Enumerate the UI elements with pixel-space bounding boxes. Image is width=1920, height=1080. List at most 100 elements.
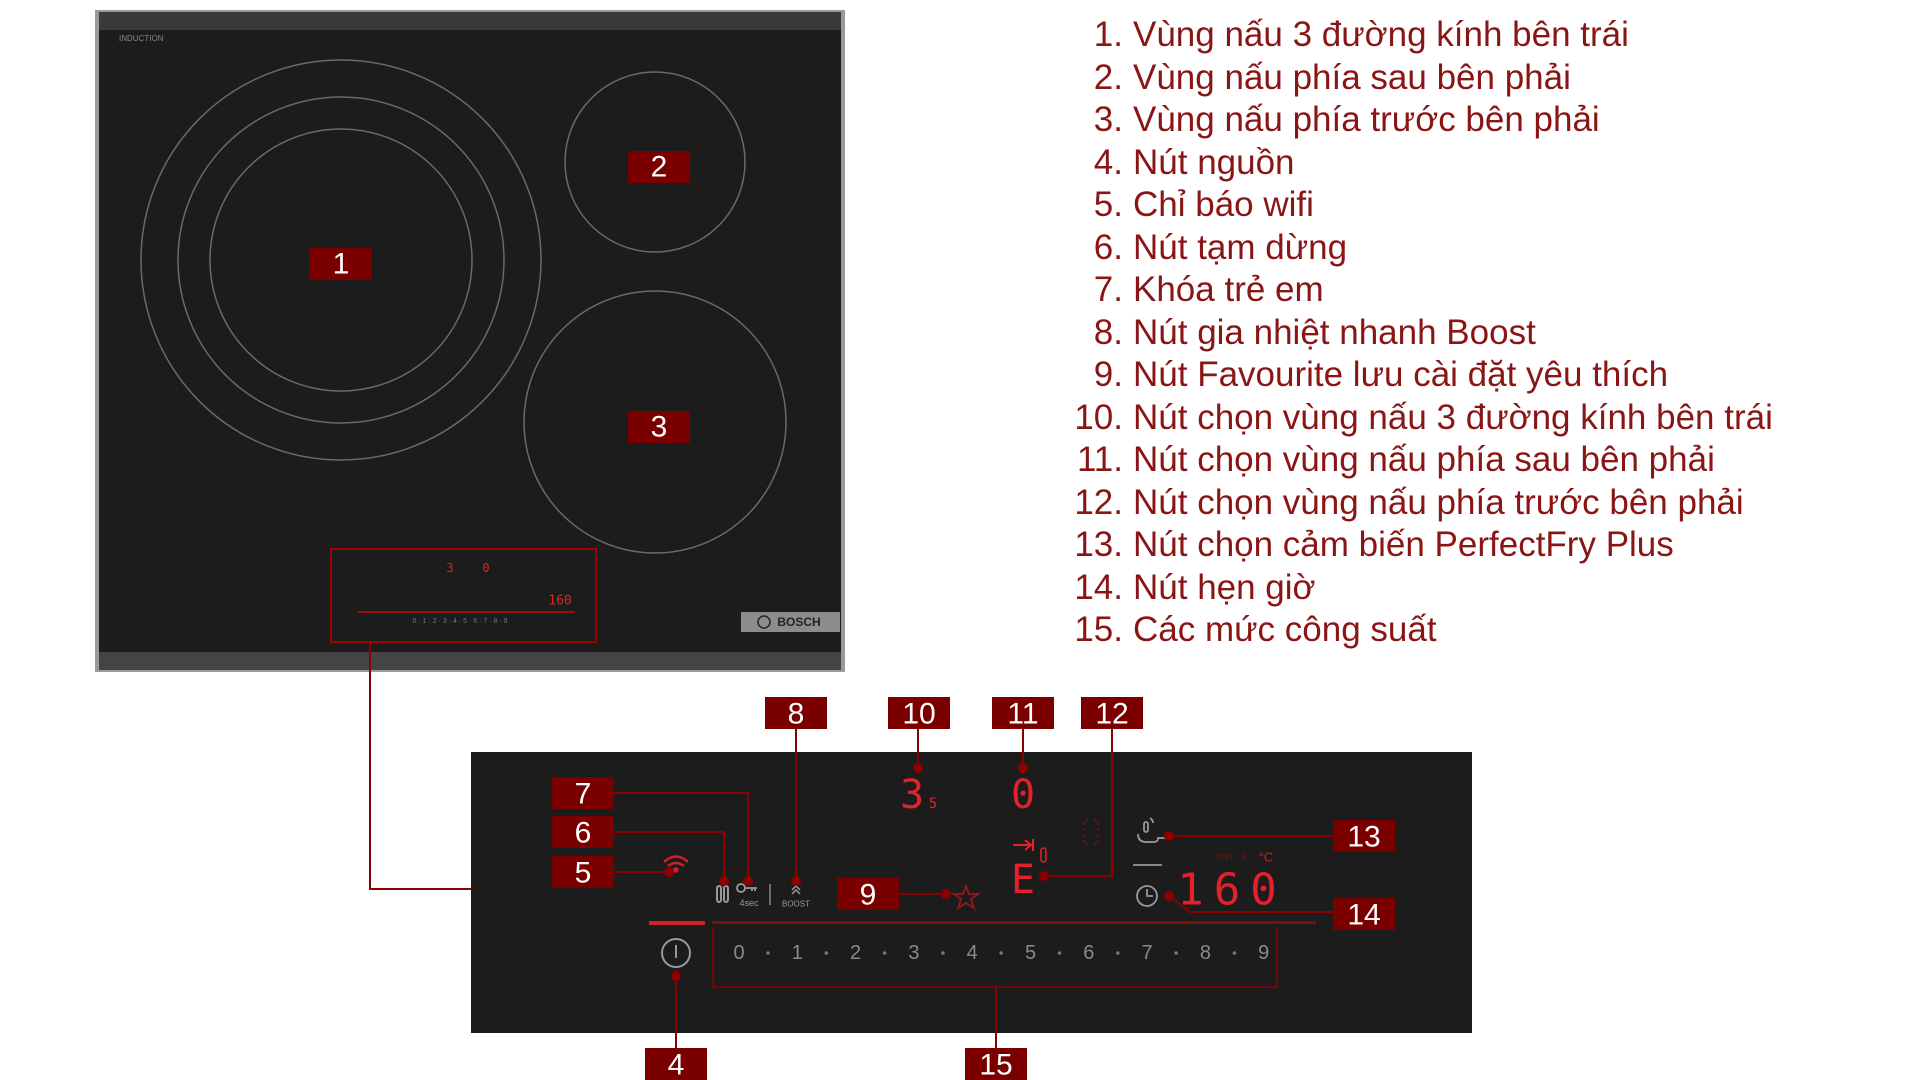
level-separator-dot: [1057, 951, 1062, 955]
legend-number: 7.: [1093, 270, 1123, 309]
legend-item: 1.Vùng nấu 3 đường kính bên trái: [1063, 14, 1773, 57]
callout-3-box: [628, 411, 690, 443]
timer-units: min : s: [1215, 851, 1248, 863]
legend-text: Vùng nấu phía sau bên phải: [1133, 57, 1571, 97]
callout-9: 9: [860, 879, 877, 912]
clock-icon[interactable]: [1136, 885, 1158, 907]
power-level-0[interactable]: 0: [733, 942, 744, 964]
callout-5-box: [552, 856, 614, 888]
legend-number: 11.: [1076, 440, 1123, 479]
legend-number: 2.: [1093, 57, 1123, 97]
level-separator-dot: [941, 951, 945, 955]
level-separator-dot: [824, 951, 829, 955]
callout-10-box: [888, 697, 950, 729]
mini-panel-highlight: [330, 548, 597, 643]
power-level-2[interactable]: 2: [850, 942, 861, 964]
callout-13-box: [1333, 820, 1395, 852]
induction-label: INDUCTION: [119, 34, 164, 43]
arrow-to-bar-icon: [1013, 839, 1034, 851]
power-level-9[interactable]: 9: [1258, 942, 1269, 964]
legend-number: 13.: [1074, 525, 1123, 564]
legend-number: 6.: [1093, 227, 1123, 267]
cooktop-top-edge: [99, 12, 841, 30]
zone-front-display[interactable]: E: [1011, 857, 1035, 903]
temp-display: 160: [1177, 865, 1286, 916]
power-button[interactable]: [661, 938, 691, 968]
legend-text: Vùng nấu phía trước bên phải: [1133, 100, 1600, 139]
zone-left: [140, 59, 542, 461]
control-panel-bg: [471, 752, 1472, 1033]
legend-text: Nút chọn vùng nấu phía trước bên phải: [1133, 482, 1744, 522]
mini-temp-display: 160: [548, 594, 571, 609]
zone-rear-display[interactable]: 0: [1011, 772, 1035, 818]
star-icon[interactable]: [950, 883, 982, 911]
legend-item: 15.Các mức công suất: [1063, 609, 1773, 652]
cooktop-glass: [99, 12, 841, 668]
brand-name: BOSCH: [777, 615, 820, 629]
zone-rear-right: [564, 71, 746, 253]
temp-unit: °C: [1259, 850, 1274, 865]
thermometer-icon: [1040, 847, 1047, 863]
legend-number: 4.: [1093, 142, 1123, 182]
power-level-7[interactable]: 7: [1142, 942, 1153, 964]
legend-item: 9.Nút Favourite lưu cài đặt yêu thích: [1063, 354, 1773, 397]
callout-13: 13: [1347, 821, 1380, 854]
level-separator-dot: [1116, 951, 1120, 955]
callout-2: 2: [651, 151, 668, 184]
callout-6-box: [552, 816, 614, 848]
legend-number: 3.: [1093, 100, 1123, 139]
power-level-3[interactable]: 3: [908, 942, 919, 964]
callout-5: 5: [575, 857, 592, 890]
legend-item: 7. Khóa trẻ em: [1063, 269, 1773, 312]
lock-caption: 4sec: [739, 898, 759, 908]
callout-10: 10: [902, 698, 935, 731]
legend-number: 1.: [1093, 15, 1123, 54]
callout-lines: [614, 729, 1333, 1048]
legend-text: Nút Favourite lưu cài đặt yêu thích: [1133, 355, 1669, 394]
power-level-8[interactable]: 8: [1200, 942, 1211, 964]
zone-bracket-icon: [1083, 819, 1099, 845]
callout-7-box: [552, 777, 614, 809]
power-level-4[interactable]: 4: [967, 942, 978, 964]
legend-item: 4.Nút nguồn: [1063, 142, 1773, 185]
power-level-1[interactable]: 1: [792, 942, 803, 964]
legend-text: Nút hẹn giờ: [1133, 567, 1316, 607]
zoom-connector: [369, 642, 471, 890]
wifi-icon: [663, 855, 689, 873]
callout-8-box: [765, 697, 827, 729]
mini-zone-rear-display: 0: [482, 561, 489, 575]
callout-3: 3: [651, 411, 668, 444]
power-level-6[interactable]: 6: [1083, 942, 1094, 964]
power-level-5[interactable]: 5: [1025, 942, 1036, 964]
pause-icon[interactable]: [716, 885, 729, 903]
legend-text: Nút chọn vùng nấu 3 đường kính bên trái: [1133, 397, 1773, 437]
legend-item: 5.Chỉ báo wifi: [1063, 184, 1773, 227]
zone-left-display[interactable]: 3: [900, 772, 924, 818]
cooktop-bottom-edge: [99, 652, 841, 670]
callout-14: 14: [1347, 899, 1380, 932]
level-separator-dot: [882, 951, 887, 955]
callout-9-box: [837, 878, 899, 910]
perfectfry-pan-icon[interactable]: [1137, 817, 1168, 843]
legend-text: Khóa trẻ em: [1133, 270, 1324, 309]
bosch-logo-icon: [757, 615, 771, 629]
zone-left-sub: 5: [929, 796, 937, 812]
legend-text: Nút gia nhiệt nhanh Boost: [1133, 312, 1536, 352]
key-icon[interactable]: [736, 883, 757, 893]
callout-4: 4: [668, 1049, 685, 1080]
power-icon[interactable]: [661, 938, 691, 968]
legend-item: 11.Nút chọn vùng nấu phía sau bên phải: [1063, 439, 1773, 482]
callout-11-box: [992, 697, 1054, 729]
callout-11: 11: [1007, 698, 1038, 731]
legend-item: 12.Nút chọn vùng nấu phía trước bên phải: [1063, 482, 1773, 525]
legend-text: Nút nguồn: [1133, 142, 1295, 182]
slider-top-line: [712, 921, 1316, 924]
legend-number: 14.: [1074, 567, 1123, 607]
legend-item: 6.Nút tạm dừng: [1063, 227, 1773, 270]
power-level-slider[interactable]: 0 1 2 3 4 5 6 7 8 9: [733, 942, 1269, 964]
boost-caption: BOOST: [782, 900, 810, 909]
power-indicator-bar: [649, 921, 705, 925]
callout-1-box: [310, 248, 372, 280]
callout-12: 12: [1095, 698, 1128, 731]
